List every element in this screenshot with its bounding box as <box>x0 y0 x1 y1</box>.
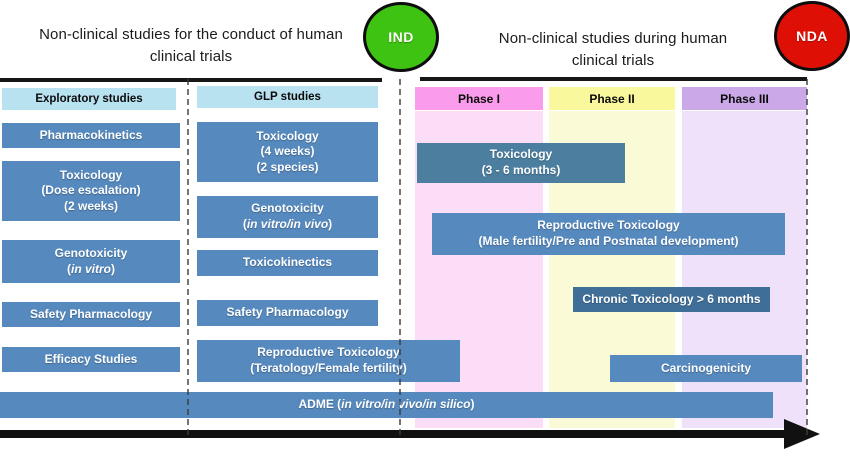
bar-reproductive-toxicology-teratology: Reproductive Toxicology(Teratology/Femal… <box>197 340 460 382</box>
ind-milestone-circle: IND <box>363 2 439 72</box>
ind-divider <box>399 79 401 435</box>
phase1-header: Phase I <box>415 87 543 110</box>
bar-toxicokinectics: Toxicokinectics <box>197 250 378 276</box>
nda-label: NDA <box>796 28 828 44</box>
bar-adme: ADME (in vitro/in vivo/in silico) <box>0 392 773 418</box>
exploratory-studies-header: Exploratory studies <box>2 88 176 110</box>
bar-safety-pharmacology-exploratory: Safety Pharmacology <box>2 302 180 327</box>
phase3-header: Phase III <box>682 87 807 110</box>
bar-genotoxicity-in-vitro-in-vivo: Genotoxicity(in vitro/in vivo) <box>197 196 378 238</box>
bar-pharmacokinetics: Pharmacokinetics <box>2 123 180 148</box>
timeline-rule-right <box>420 77 807 81</box>
bar-toxicology-3-6-months: Toxicology(3 - 6 months) <box>417 143 625 183</box>
timeline-rule-left <box>0 78 382 82</box>
bar-efficacy-studies: Efficacy Studies <box>2 347 180 372</box>
right-section-title: Non-clinical studies during human clinic… <box>498 30 728 69</box>
bar-carcinogenicity: Carcinogenicity <box>610 355 802 382</box>
glp-studies-header: GLP studies <box>197 86 378 108</box>
bar-chronic-toxicology: Chronic Toxicology > 6 months <box>573 287 770 312</box>
left-section-title: Non-clinical studies for the conduct of … <box>39 26 343 65</box>
bar-genotoxicity-in-vitro: Genotoxicity(in vitro) <box>2 240 180 283</box>
nda-divider <box>806 79 808 435</box>
bar-safety-pharmacology-glp: Safety Pharmacology <box>197 300 378 326</box>
ind-label: IND <box>388 29 414 45</box>
timeline-arrow-shaft <box>0 430 790 438</box>
phase2-header: Phase II <box>549 87 675 110</box>
bar-reproductive-toxicology-male-fertility: Reproductive Toxicology(Male fertility/P… <box>432 213 785 255</box>
bar-toxicology-4-weeks: Toxicology(4 weeks)(2 species) <box>197 122 378 182</box>
bar-toxicology-dose-escalation: Toxicology(Dose escalation)(2 weeks) <box>2 161 180 221</box>
timeline-arrowhead-icon <box>784 419 820 449</box>
exploratory-glp-divider <box>187 79 189 435</box>
nda-milestone-circle: NDA <box>774 1 850 71</box>
